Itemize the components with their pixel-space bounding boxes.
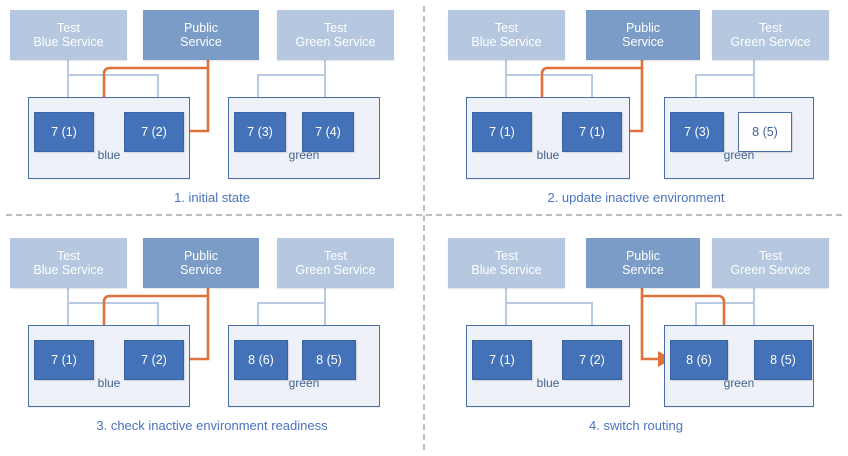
test-blue-service-label-line2: Blue Service xyxy=(33,35,104,49)
pod-green-1[interactable]: 7 (3) xyxy=(234,112,286,152)
pod-blue-1[interactable]: 7 (1) xyxy=(472,112,532,152)
test-blue-service-box[interactable]: Test Blue Service xyxy=(10,10,127,60)
public-service-box[interactable]: Public Service xyxy=(586,10,700,60)
test-blue-service-label-line1: Test xyxy=(57,21,80,35)
blue-environment-label: blue xyxy=(97,376,121,390)
panel-4-caption: 4. switch routing xyxy=(589,418,683,433)
pod-green-2[interactable]: 8 (5) xyxy=(738,112,792,152)
public-service-label-line2: Service xyxy=(622,35,664,49)
public-service-label-line2: Service xyxy=(180,35,222,49)
test-green-service-label-line2: Green Service xyxy=(295,35,376,49)
panel-1: Test Blue Service Public Service Test Gr… xyxy=(0,0,424,228)
public-service-box[interactable]: Public Service xyxy=(143,10,259,60)
panel-2: Test Blue Service Public Service Test Gr… xyxy=(424,0,848,228)
test-green-service-label-line1: Test xyxy=(759,249,782,263)
pod-blue-1[interactable]: 7 (1) xyxy=(34,340,94,380)
test-blue-service-label-line1: Test xyxy=(495,249,518,263)
test-green-service-label-line2: Green Service xyxy=(730,263,811,277)
test-green-service-box[interactable]: Test Green Service xyxy=(277,238,394,288)
public-service-box[interactable]: Public Service xyxy=(143,238,259,288)
public-service-label-line1: Public xyxy=(183,21,219,35)
test-green-service-box[interactable]: Test Green Service xyxy=(712,238,829,288)
test-blue-service-label-line2: Blue Service xyxy=(471,263,542,277)
test-blue-service-label-line2: Blue Service xyxy=(471,35,542,49)
test-green-service-label-line1: Test xyxy=(759,21,782,35)
blue-environment-label: blue xyxy=(536,148,560,162)
test-blue-service-box[interactable]: Test Blue Service xyxy=(448,10,565,60)
test-green-service-label-line2: Green Service xyxy=(730,35,811,49)
pod-green-2[interactable]: 8 (5) xyxy=(754,340,812,380)
vertical-divider xyxy=(423,6,425,450)
public-service-label-line1: Public xyxy=(625,21,661,35)
panel-4: Test Blue Service Public Service Test Gr… xyxy=(424,228,848,456)
pod-blue-2[interactable]: 7 (2) xyxy=(124,340,184,380)
pod-blue-1[interactable]: 7 (1) xyxy=(34,112,94,152)
panel-2-caption: 2. update inactive environment xyxy=(547,190,725,205)
test-green-service-label-line1: Test xyxy=(324,21,347,35)
test-green-service-box[interactable]: Test Green Service xyxy=(277,10,394,60)
test-blue-service-label-line1: Test xyxy=(57,249,80,263)
test-blue-service-label-line2: Blue Service xyxy=(33,263,104,277)
pod-blue-2[interactable]: 7 (2) xyxy=(124,112,184,152)
test-blue-service-label-line1: Test xyxy=(495,21,518,35)
public-service-label-line2: Service xyxy=(180,263,222,277)
panel-3: Test Blue Service Public Service Test Gr… xyxy=(0,228,424,456)
public-service-label-line2: Service xyxy=(622,263,664,277)
pod-blue-1[interactable]: 7 (1) xyxy=(472,340,532,380)
blue-environment-label: blue xyxy=(97,148,121,162)
pod-green-2[interactable]: 8 (5) xyxy=(302,340,356,380)
public-service-label-line1: Public xyxy=(183,249,219,263)
public-service-box[interactable]: Public Service xyxy=(586,238,700,288)
pod-green-2[interactable]: 7 (4) xyxy=(302,112,354,152)
pod-blue-2[interactable]: 7 (1) xyxy=(562,112,622,152)
public-service-label-line1: Public xyxy=(625,249,661,263)
test-green-service-label-line2: Green Service xyxy=(295,263,376,277)
test-green-service-label-line1: Test xyxy=(324,249,347,263)
panel-3-caption: 3. check inactive environment readiness xyxy=(96,418,328,433)
pod-green-1[interactable]: 8 (6) xyxy=(234,340,288,380)
test-green-service-box[interactable]: Test Green Service xyxy=(712,10,829,60)
blue-environment-label: blue xyxy=(536,376,560,390)
pod-blue-2[interactable]: 7 (2) xyxy=(562,340,622,380)
panel-1-caption: 1. initial state xyxy=(174,190,250,205)
test-blue-service-box[interactable]: Test Blue Service xyxy=(448,238,565,288)
test-blue-service-box[interactable]: Test Blue Service xyxy=(10,238,127,288)
pod-green-1[interactable]: 7 (3) xyxy=(670,112,724,152)
green-environment-label: green xyxy=(723,376,755,390)
pod-green-1[interactable]: 8 (6) xyxy=(670,340,728,380)
